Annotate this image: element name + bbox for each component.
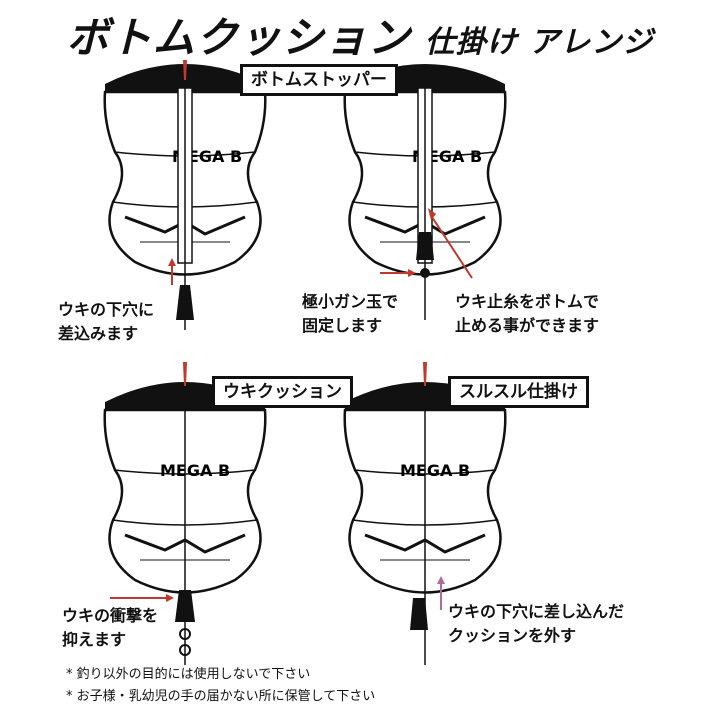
panel-3-caption-line-2: 抑えます (62, 630, 127, 649)
panel-1-cushion (176, 285, 194, 320)
panel-2-caption-left-line-1: 極小ガン玉で (302, 292, 399, 311)
panel-1-arrowhead (168, 258, 176, 266)
panel-4-caption: ウキの下穴に差し込んだ クッションを外す (448, 600, 624, 648)
panel-3-knot (183, 362, 187, 386)
label-bottom-stopper: ボトムストッパー (240, 64, 398, 96)
panel-4-caption-line-2: クッションを外す (448, 626, 577, 645)
panel-3-caption-line-1: ウキの衝撃を (62, 606, 159, 625)
label-slide-rig: スルスル仕掛け (448, 376, 589, 408)
note-1: * 釣り以外の目的には使用しないで下さい (66, 667, 311, 682)
panel-2-arrowhead-left (408, 269, 416, 277)
panel-3-swivel-lower (179, 644, 191, 656)
panel-4-cushion (410, 598, 428, 630)
panel-1-caption: ウキの下穴に 差込みます (58, 298, 154, 346)
panel-2-arrowhead-right (428, 208, 436, 220)
panel-1-caption-line-1: ウキの下穴に (58, 300, 155, 319)
panel-1-caption-line-2: 差込みます (58, 324, 139, 343)
panel-2-caption-left: 極小ガン玉で 固定します (302, 290, 398, 338)
panel-2-caption-right-line-2: 止める事ができます (455, 316, 600, 335)
panel-2-caption-right: ウキ止糸をボトムで 止める事ができます (455, 290, 599, 338)
panel-2-split-shot (420, 268, 430, 278)
notes: * 釣り以外の目的には使用しないで下さい * お子様・乳幼児の手の届かない所に保… (66, 664, 375, 708)
panel-2-caption-left-line-2: 固定します (302, 316, 383, 335)
panel-4-caption-line-1: ウキの下穴に差し込んだ (448, 602, 625, 621)
panel-3-swivel (179, 628, 191, 640)
panel-3-cushion (175, 590, 195, 622)
panel-2-arrow-right (429, 213, 473, 279)
panel-4-brand: MEGA B (400, 461, 470, 480)
panel-4-knot (423, 362, 427, 386)
note-2: * お子様・乳幼児の手の届かない所に保管して下さい (66, 689, 376, 704)
panel-3-bead (181, 396, 189, 404)
panel-4-arrowhead (437, 576, 445, 584)
title-main: ボトムクッション (66, 13, 411, 62)
panel-3-arrowhead (166, 594, 174, 602)
title-sub: 仕掛け アレンジ (424, 25, 654, 60)
panel-2-cushion (416, 232, 434, 260)
panel-4-bead (421, 396, 429, 404)
panel-3-caption: ウキの衝撃を 抑えます (62, 604, 158, 652)
panel-3-brand: MEGA B (160, 461, 230, 480)
page-title: ボトムクッション仕掛け アレンジ (0, 4, 720, 65)
panel-1-knot (183, 60, 187, 80)
panel-2-caption-right-line-1: ウキ止糸をボトムで (455, 292, 600, 311)
label-float-cushion: ウキクッション (212, 376, 353, 408)
